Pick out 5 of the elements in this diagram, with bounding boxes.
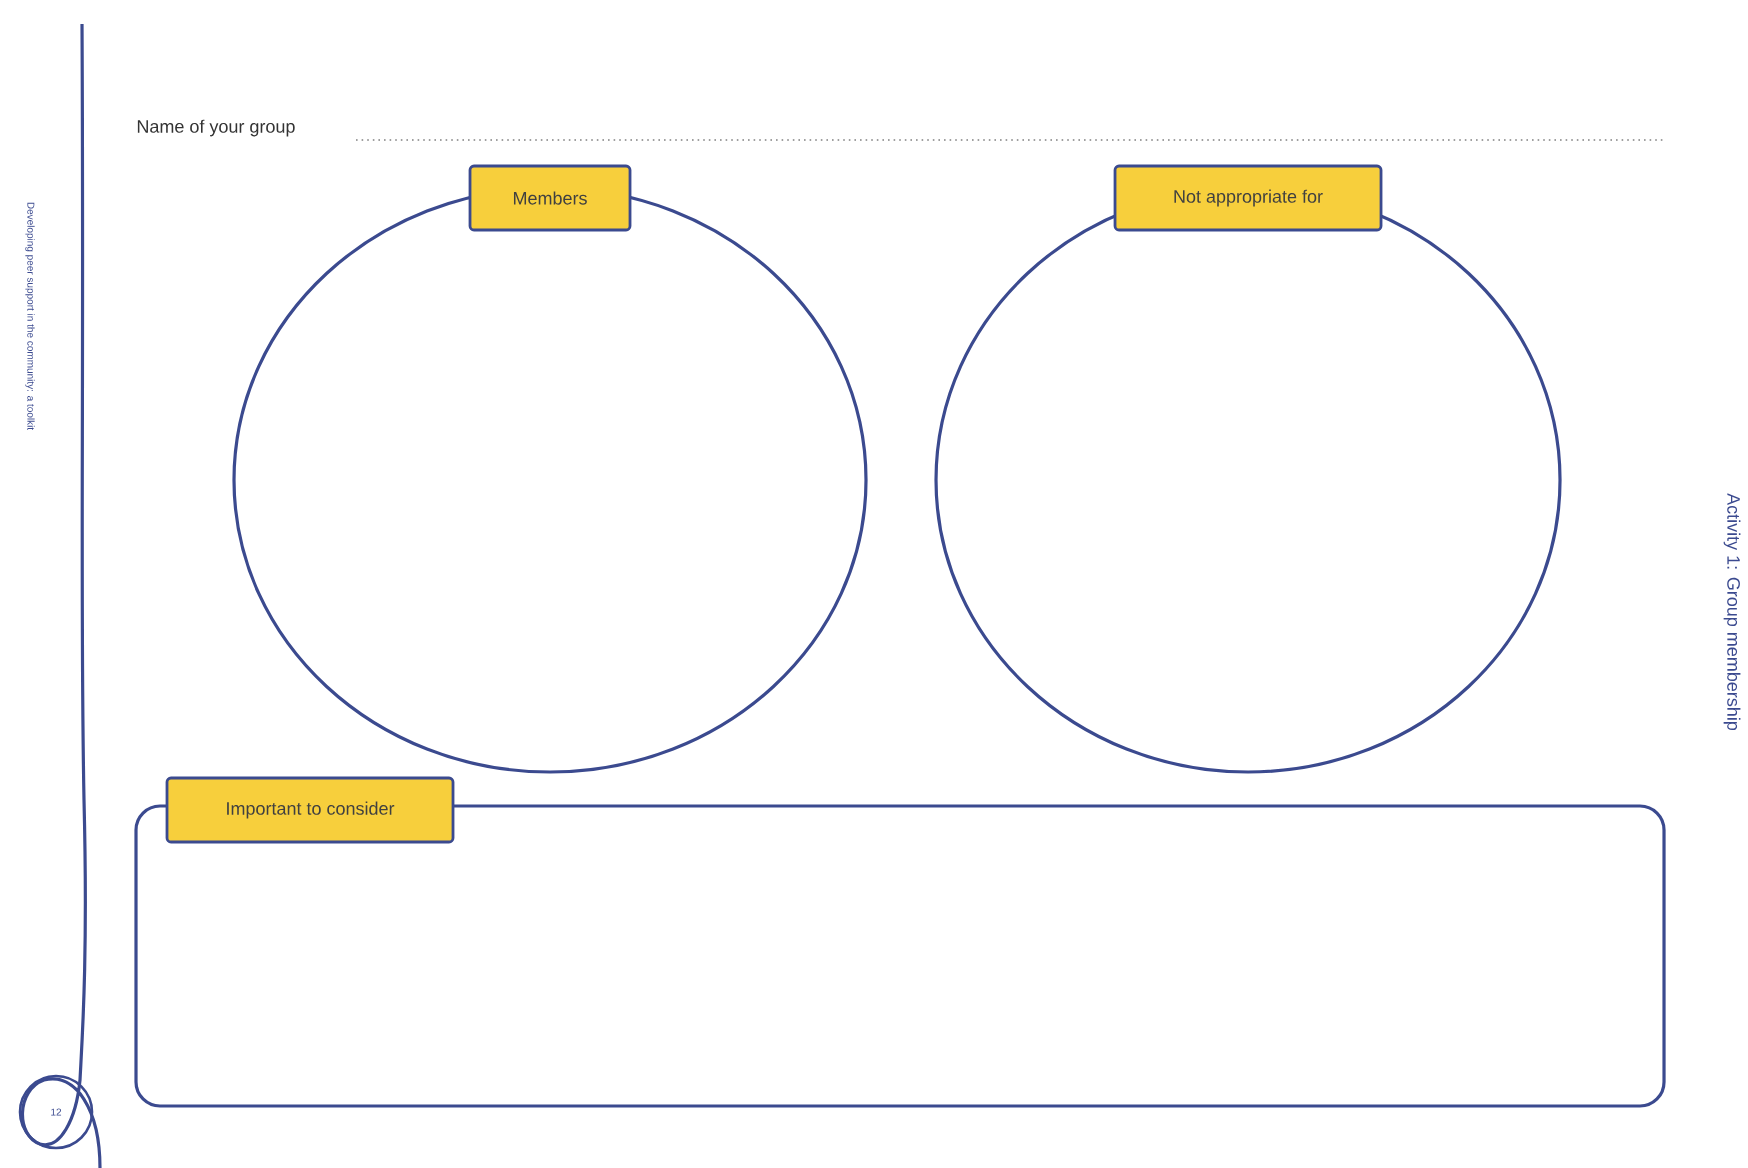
heading-tab: Members	[468, 164, 632, 232]
side-heading: Activity 1: Group membership	[1723, 493, 1741, 731]
field-label: Name of your group	[137, 119, 295, 137]
heading-tab: Important to consider	[165, 776, 455, 844]
heading-tab: Not appropriate for	[1113, 164, 1383, 232]
